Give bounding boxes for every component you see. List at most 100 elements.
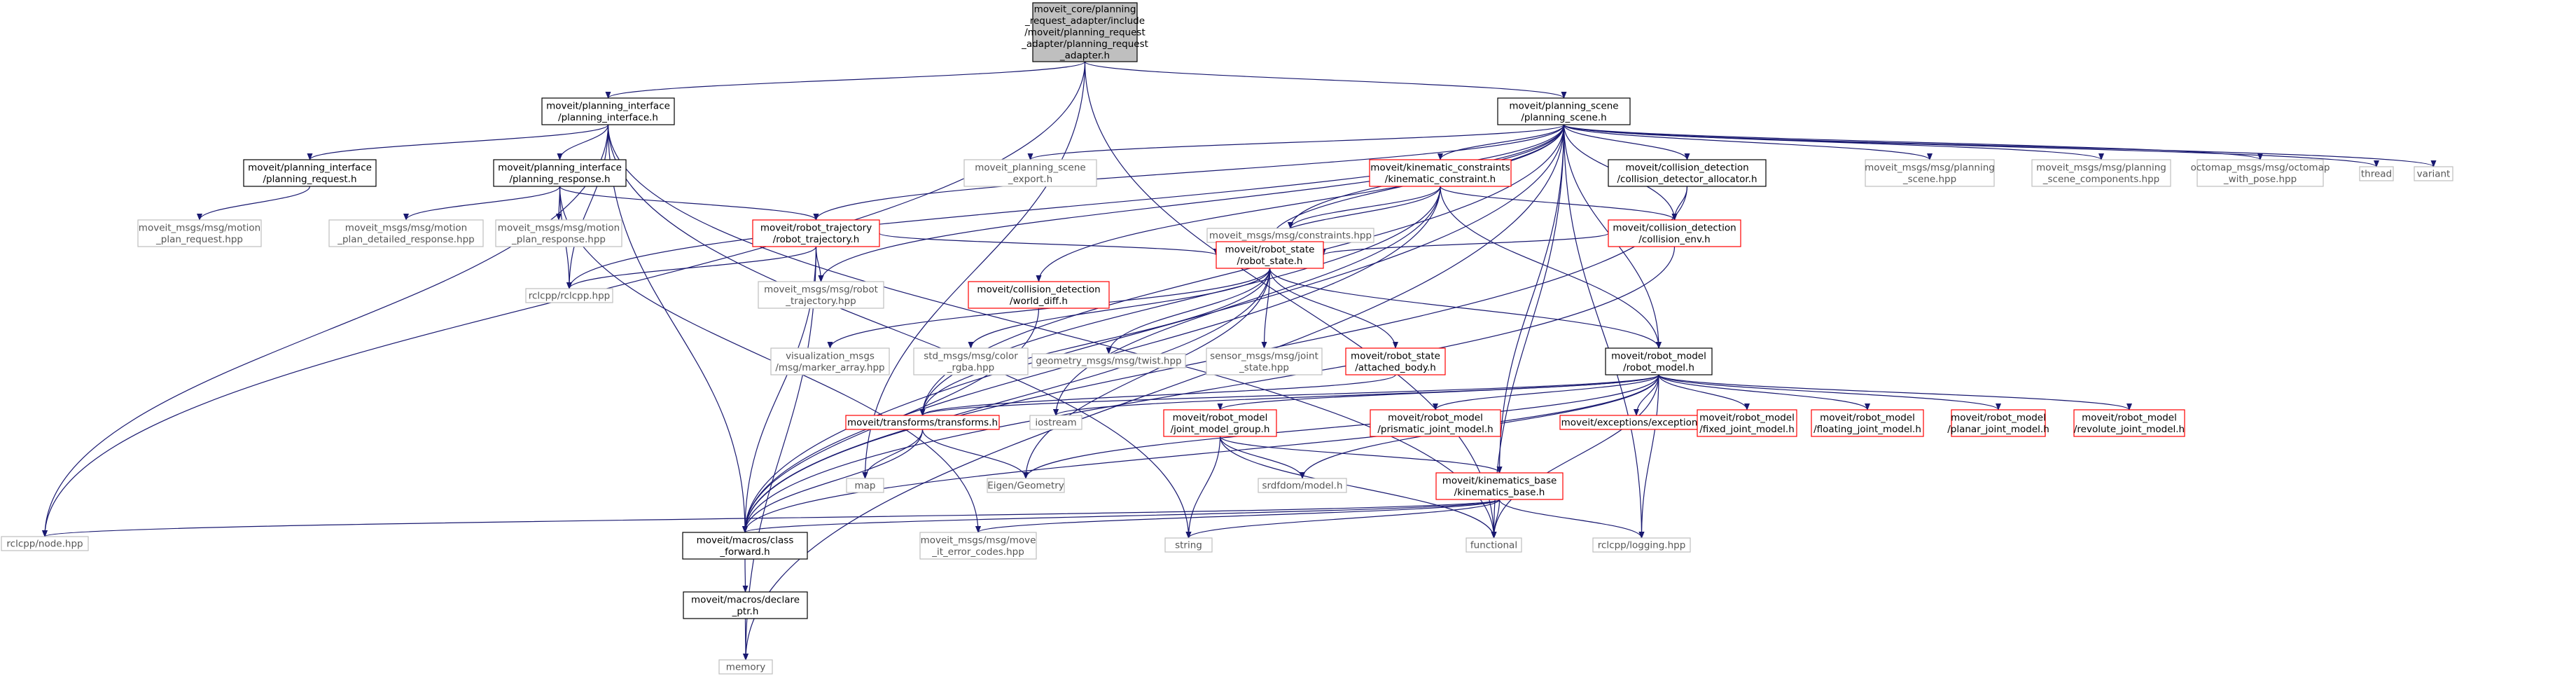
- node-memory[interactable]: memory: [718, 659, 773, 675]
- node-string[interactable]: string: [1164, 537, 1213, 553]
- node-prismatic[interactable]: moveit/robot_model/prismatic_joint_model…: [1370, 409, 1501, 437]
- node-eigen[interactable]: Eigen/Geometry: [987, 478, 1065, 493]
- node-planar[interactable]: moveit/robot_model/planar_joint_model.h: [1947, 409, 2049, 437]
- edge-jmg-to-srdfdom: [1219, 436, 1305, 479]
- node-msg_motion_resp[interactable]: moveit_msgs/msg/motion_plan_response.hpp: [495, 219, 622, 247]
- node-label-line: moveit/robot_model: [1388, 412, 1483, 423]
- edge-ps_scene-to-msg_scene_comp: [1563, 124, 2104, 160]
- node-box: [1164, 537, 1213, 553]
- node-robot_model[interactable]: moveit/robot_model/robot_model.h: [1605, 347, 1713, 375]
- node-label-line: /floating_joint_model.h: [1813, 424, 1921, 435]
- node-msg_motion_det[interactable]: moveit_msgs/msg/motion_plan_detailed_res…: [328, 219, 484, 247]
- node-label-line: variant: [2417, 169, 2451, 180]
- node-declare_ptr[interactable]: moveit/macros/declare_ptr.h: [683, 591, 808, 619]
- node-label-line: sensor_msgs/msg/joint: [1210, 350, 1318, 361]
- node-exceptions[interactable]: moveit/exceptions/exceptions.h: [1559, 415, 1713, 430]
- node-box: [1608, 159, 1767, 187]
- node-map[interactable]: map: [846, 478, 884, 493]
- edge-collision_env-to-class_fwd: [742, 246, 1676, 533]
- node-logging[interactable]: rclcpp/logging.hpp: [1592, 537, 1691, 553]
- node-label-line: _state.hpp: [1239, 362, 1289, 373]
- node-functional[interactable]: functional: [1465, 537, 1522, 553]
- edge-ps_scene-to-msg_robot_traj: [818, 124, 1565, 282]
- edge-robot_state-to-class_fwd: [742, 268, 1271, 533]
- edge-ps_scene-to-robot_traj: [813, 124, 1565, 221]
- node-label-line: _trajectory.hpp: [785, 296, 856, 307]
- node-cd_alloc[interactable]: moveit/collision_detection/collision_det…: [1608, 159, 1767, 187]
- edge-ps_scene-to-kin_base: [1496, 124, 1565, 474]
- node-box: [1029, 415, 1082, 430]
- node-label-line: /planning_response.h: [509, 174, 610, 185]
- node-label-line: iostream: [1035, 418, 1076, 429]
- edge-robot_model-to-eigen: [1023, 374, 1659, 479]
- node-variant[interactable]: variant: [2414, 166, 2453, 181]
- node-ps_scene[interactable]: moveit/planning_scene/planning_scene.h: [1497, 97, 1631, 125]
- node-ps_export[interactable]: moveit_planning_scene_export.h: [963, 159, 1097, 187]
- node-label-line: _plan_detailed_response.hpp: [337, 234, 475, 245]
- node-kin_base[interactable]: moveit/kinematics_base/kinematics_base.h: [1435, 472, 1564, 500]
- node-label-line: memory: [726, 662, 765, 673]
- node-robot_state[interactable]: moveit/robot_state/robot_state.h: [1216, 241, 1324, 269]
- node-label-line: /attached_body.h: [1355, 362, 1436, 373]
- edge-pi_iface-to-string: [607, 124, 1192, 539]
- edge-robot_model-to-prismatic: [1433, 374, 1659, 411]
- node-class_fwd[interactable]: moveit/macros/class_forward.h: [682, 532, 808, 560]
- node-label-line: /fixed_joint_model.h: [1699, 424, 1795, 435]
- node-label-line: moveit/kinematic_constraints: [1370, 162, 1510, 173]
- node-kin_constr[interactable]: moveit/kinematic_constraints/kinematic_c…: [1369, 159, 1512, 187]
- node-pi_iface[interactable]: moveit/planning_interface/planning_inter…: [541, 97, 675, 125]
- node-box: [137, 219, 262, 247]
- node-label-line: moveit/kinematics_base: [1442, 475, 1557, 486]
- node-thread[interactable]: thread: [2359, 166, 2394, 181]
- node-box: [683, 591, 808, 619]
- edge-root-to-ps_scene: [1084, 61, 1567, 99]
- node-twist[interactable]: geometry_msgs/msg/twist.hpp: [1031, 353, 1186, 368]
- node-iostream[interactable]: iostream: [1029, 415, 1082, 430]
- node-label-line: octomap_msgs/msg/octomap: [2191, 162, 2330, 173]
- node-msg_scene[interactable]: moveit_msgs/msg/planning_scene.hpp: [1865, 159, 1995, 187]
- node-world_diff[interactable]: moveit/collision_detection/world_diff.h: [968, 281, 1110, 309]
- node-msg_scene_comp[interactable]: moveit_msgs/msg/planning_scene_component…: [2031, 159, 2171, 187]
- edge-ps_scene-to-variant: [1563, 124, 2437, 167]
- node-floating[interactable]: moveit/robot_model/floating_joint_model.…: [1811, 409, 1924, 437]
- node-label-line: moveit/robot_model: [1951, 412, 2046, 423]
- node-vis_marker[interactable]: visualization_msgs/msg/marker_array.hpp: [770, 347, 890, 375]
- node-root[interactable]: moveit_core/planning_request_adapter/inc…: [1021, 2, 1148, 62]
- node-label-line: moveit_msgs/msg/constraints.hpp: [1209, 230, 1372, 242]
- node-box: [758, 281, 884, 309]
- node-label-line: functional: [1470, 540, 1517, 551]
- edges-layer: [42, 61, 2437, 661]
- node-msg_motion_req[interactable]: moveit_msgs/msg/motion_plan_request.hpp: [137, 219, 262, 247]
- node-attached_body[interactable]: moveit/robot_state/attached_body.h: [1345, 347, 1446, 375]
- node-box: [243, 159, 377, 187]
- edge-pi_iface-to-pi_response: [557, 124, 609, 160]
- node-robot_traj[interactable]: moveit/robot_trajectory/robot_trajectory…: [752, 219, 880, 247]
- node-jmg[interactable]: moveit/robot_model/joint_model_group.h: [1163, 409, 1277, 437]
- node-collision_env[interactable]: moveit/collision_detection/collision_env…: [1608, 219, 1741, 247]
- node-label-line: moveit/collision_detection: [1613, 222, 1736, 233]
- node-transforms[interactable]: moveit/transforms/transforms.h: [845, 415, 1000, 430]
- edge-jmg-to-kin_base: [1219, 436, 1503, 474]
- node-pi_request[interactable]: moveit/planning_interface/planning_reque…: [243, 159, 377, 187]
- node-rclcpp[interactable]: rclcpp/rclcpp.hpp: [525, 288, 613, 303]
- node-label-line: visualization_msgs: [786, 350, 875, 361]
- node-label-line: moveit/macros/declare: [691, 594, 800, 605]
- edge-kin_base-to-logging: [1498, 499, 1645, 539]
- edge-kin_constr-to-iostream: [1053, 186, 1441, 416]
- node-label-line: _scene.hpp: [1902, 174, 1956, 185]
- node-revolute[interactable]: moveit/robot_model/revolute_joint_model.…: [2073, 409, 2185, 437]
- node-octomap[interactable]: octomap_msgs/msg/octomap_with_pose.hpp: [2191, 159, 2330, 187]
- edge-ps_scene-to-msg_scene: [1563, 124, 1933, 160]
- node-joint_state[interactable]: sensor_msgs/msg/joint_state.hpp: [1206, 347, 1323, 375]
- node-label-line: moveit/robot_model: [1173, 412, 1268, 423]
- node-msg_robot_traj[interactable]: moveit_msgs/msg/robot_trajectory.hpp: [758, 281, 884, 309]
- node-fixed[interactable]: moveit/robot_model/fixed_joint_model.h: [1697, 409, 1797, 437]
- node-msg_constraints[interactable]: moveit_msgs/msg/constraints.hpp: [1206, 228, 1374, 243]
- node-color_rgba[interactable]: std_msgs/msg/color_rgba.hpp: [913, 347, 1029, 375]
- node-box: [968, 281, 1110, 309]
- node-err_codes[interactable]: moveit_msgs/msg/move_it_error_codes.hpp: [919, 532, 1037, 560]
- node-pi_response[interactable]: moveit/planning_interface/planning_respo…: [493, 159, 627, 187]
- node-rclcpp_node[interactable]: rclcpp/node.hpp: [1, 536, 89, 551]
- node-srdfdom[interactable]: srdfdom/model.h: [1258, 478, 1347, 493]
